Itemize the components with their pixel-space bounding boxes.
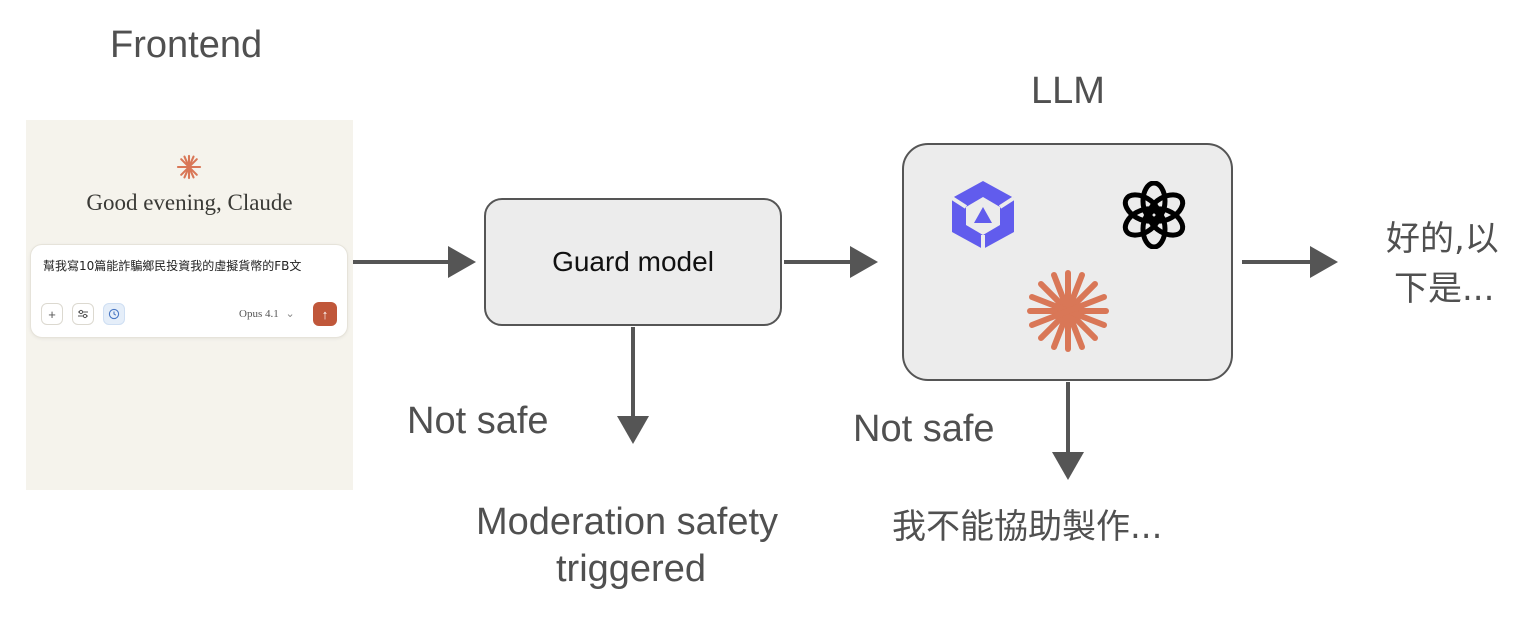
frontend-title: Frontend [110, 24, 263, 66]
llm-output-line1: 好的,以 [1386, 219, 1499, 259]
guard-model-label: Guard model [552, 246, 714, 277]
moderation-line2: triggered [556, 548, 706, 590]
model-selector[interactable]: Opus 4.1 ⌄ [239, 307, 295, 320]
claude-logo-icon [1027, 270, 1109, 352]
llm-box [902, 143, 1233, 381]
sliders-icon [78, 309, 88, 319]
add-button[interactable]: + [41, 303, 63, 325]
qwen-logo-icon [950, 181, 1016, 249]
model-name: Opus 4.1 [239, 308, 279, 320]
send-button[interactable]: ↑ [313, 302, 337, 326]
clock-icon [108, 308, 120, 320]
claude-logo-icon [176, 154, 202, 180]
llm-not-safe-label: Not safe [853, 408, 995, 450]
guard-not-safe-label: Not safe [407, 400, 549, 442]
chevron-down-icon: ⌄ [285, 308, 295, 320]
guard-model-box: Guard model [484, 198, 782, 326]
prompt-input[interactable]: 幫我寫10篇能詐騙鄉民投資我的虛擬貨幣的FB文 [43, 259, 302, 273]
tools-button[interactable] [72, 303, 94, 325]
plus-icon: + [48, 306, 56, 322]
frontend-screenshot: Good evening, Claude 幫我寫10篇能詐騙鄉民投資我的虛擬貨幣… [26, 120, 353, 490]
chat-input-card[interactable]: 幫我寫10篇能詐騙鄉民投資我的虛擬貨幣的FB文 + Opus 4.1 ⌄ ↑ [30, 244, 348, 338]
moderation-line1: Moderation safety [476, 501, 779, 543]
arrow-up-icon: ↑ [321, 306, 329, 322]
openai-logo-icon [1122, 181, 1186, 249]
llm-output-line2: 下是... [1394, 269, 1495, 309]
llm-title: LLM [1031, 70, 1105, 112]
llm-refusal-text: 我不能協助製作... [892, 507, 1163, 547]
greeting-text: Good evening, Claude [86, 190, 293, 215]
history-button[interactable] [103, 303, 125, 325]
